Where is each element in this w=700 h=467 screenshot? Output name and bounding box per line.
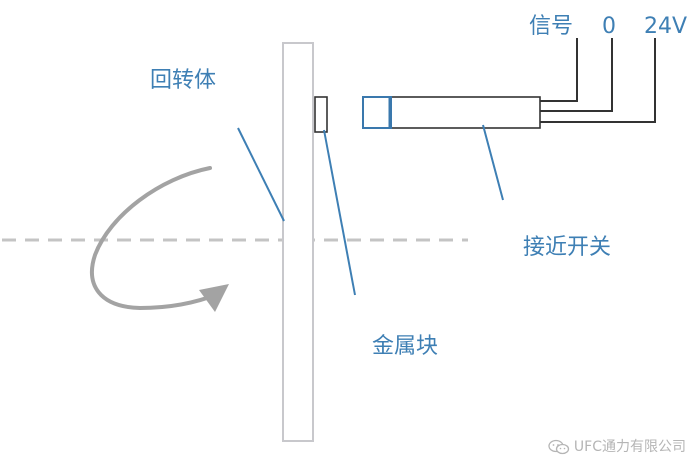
switch-head [362, 96, 392, 129]
rotation-arrowhead [199, 284, 229, 312]
wire-zero [540, 38, 613, 112]
label-signal: 信号 [529, 14, 574, 39]
wire-signal [540, 38, 578, 102]
label-rotor: 回转体 [150, 68, 217, 93]
wire-24v [540, 38, 656, 123]
switch-body [389, 96, 541, 129]
label-metal-block: 金属块 [372, 334, 439, 359]
metal-block [314, 96, 328, 133]
rotation-arrow [90, 166, 220, 311]
rotor-plate [282, 42, 314, 442]
wechat-icon [548, 439, 570, 455]
leader-switch [482, 124, 504, 201]
label-proximity-switch: 接近开关 [523, 235, 612, 260]
watermark: UFC通力有限公司 [548, 439, 686, 455]
leader-metal-block [323, 129, 356, 296]
leader-rotor [237, 127, 285, 222]
watermark-text: UFC通力有限公司 [573, 439, 686, 455]
label-zero: 0 [602, 14, 616, 39]
label-voltage: 24V [644, 14, 688, 39]
